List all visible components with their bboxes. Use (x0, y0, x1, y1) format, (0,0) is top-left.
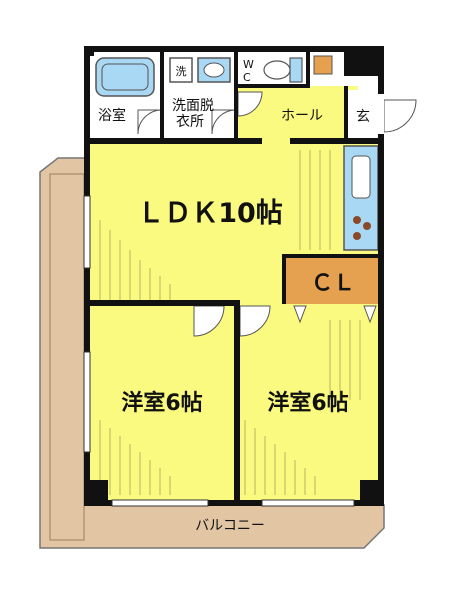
washroom-label-line2: 衣所 (176, 114, 204, 130)
closet-wall-inner (282, 254, 286, 304)
western-room-left-label: 洋室6帖 (121, 390, 202, 416)
washer-label: 洗 (176, 65, 187, 78)
wc-label-line1: W (243, 58, 254, 71)
stove-burner-1 (353, 216, 361, 224)
closet-label: ＣＬ (311, 271, 355, 296)
washbasin-bowl (203, 62, 225, 78)
western-room-right-label: 洋室6帖 (267, 390, 348, 416)
western-room-left-floor (90, 304, 236, 501)
western-room-right-floor (238, 304, 380, 501)
balcony-label: バルコニー (195, 518, 265, 534)
door-swings (137, 91, 417, 337)
stove-burner-2 (363, 222, 371, 230)
entrance-label: 玄 (356, 108, 370, 125)
windows (83, 195, 355, 507)
walls (84, 46, 384, 506)
stove-burner-3 (353, 232, 361, 240)
ldk-label: ＬＤＫ10帖 (137, 198, 283, 229)
closet-wall-outer (282, 254, 382, 258)
bathtub-inner (101, 63, 149, 91)
closet-door-marker-1 (293, 305, 307, 324)
entrance-opening (378, 94, 384, 134)
floor-hatching (99, 150, 361, 495)
toilet-tank (289, 57, 303, 83)
shoe-cabinet (313, 55, 333, 75)
bathroom-label: 浴室 (98, 107, 126, 124)
kitchen-sink (351, 155, 371, 199)
closet-door-marker-2 (363, 305, 377, 324)
bathtub (95, 57, 155, 97)
toilet-bowl (263, 60, 291, 80)
hall-label: ホール (281, 108, 323, 124)
wc-label-line2: C (243, 71, 251, 84)
closet-floor (286, 258, 380, 304)
washroom-label-line1: 洗面脱 (172, 98, 214, 114)
entrance-floor (348, 90, 378, 140)
washing-machine-space (169, 57, 193, 83)
